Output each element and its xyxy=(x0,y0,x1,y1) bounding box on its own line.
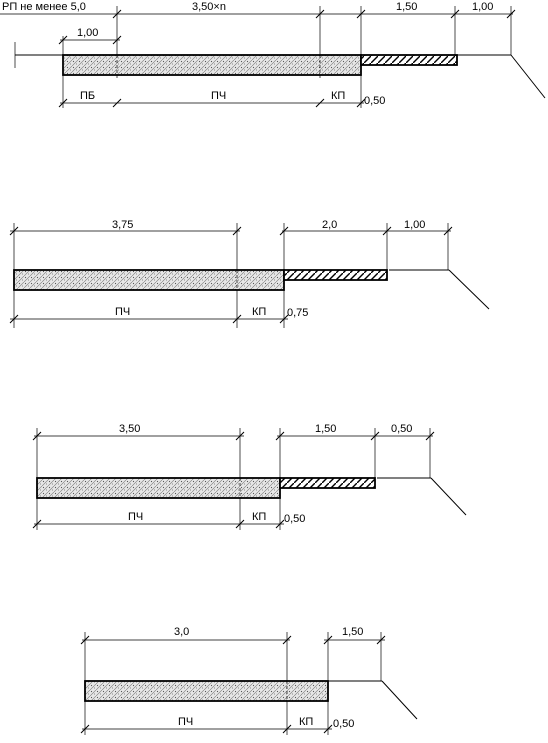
dimension-ticks xyxy=(112,9,516,19)
shoulder xyxy=(283,269,388,281)
dim-label: 1,50 xyxy=(342,626,363,638)
dim-label: ПЧ xyxy=(115,306,130,318)
dim-label: КП xyxy=(331,90,345,102)
cross-section-1: РП не менее 5,0 3,50×n 1,50 1,00 1,00 ПБ… xyxy=(0,1,546,108)
dim-label: 3,75 xyxy=(112,219,133,231)
dim-label: КП xyxy=(252,306,266,318)
shoulder xyxy=(360,54,458,66)
slope-line xyxy=(448,269,490,310)
carriageway xyxy=(36,477,281,499)
dim-label: ПЧ xyxy=(128,511,143,523)
dim-label: 3,0 xyxy=(174,626,189,638)
carriageway xyxy=(84,680,329,702)
slope-line xyxy=(381,680,418,720)
dim-label: 0,75 xyxy=(287,307,308,319)
dim-label: 0,50 xyxy=(364,95,385,107)
shoulder xyxy=(279,477,376,489)
dim-label: ПЧ xyxy=(211,90,226,102)
dim-label: 3,50×n xyxy=(192,1,226,13)
dim-label: КП xyxy=(252,511,266,523)
dim-label: 1,00 xyxy=(404,219,425,231)
dim-label: 3,50 xyxy=(119,423,140,435)
dim-label: 0,50 xyxy=(333,718,354,730)
carriageway xyxy=(62,54,362,76)
cross-section-2: 3,75 2,0 1,00 ПЧ КП 0,75 xyxy=(9,219,490,328)
dim-label: 1,00 xyxy=(77,27,98,39)
cross-section-4: 3,0 1,50 ПЧ КП 0,50 xyxy=(80,626,418,735)
dim-label: КП xyxy=(299,716,313,728)
dim-label: 0,50 xyxy=(391,423,412,435)
dim-label: ПЧ xyxy=(178,716,193,728)
slope-line xyxy=(430,477,467,516)
dim-label: РП не менее 5,0 xyxy=(2,1,86,13)
carriageway xyxy=(13,269,285,291)
slope-line xyxy=(510,54,546,99)
dim-label: 1,50 xyxy=(396,1,417,13)
dim-label: 2,0 xyxy=(322,219,337,231)
dim-label: ПБ xyxy=(80,90,95,102)
cross-section-3: 3,50 1,50 0,50 ПЧ КП 0,50 xyxy=(32,423,467,530)
dim-label: 1,50 xyxy=(315,423,336,435)
dim-label: 0,50 xyxy=(284,513,305,525)
dim-label: 1,00 xyxy=(472,1,493,13)
